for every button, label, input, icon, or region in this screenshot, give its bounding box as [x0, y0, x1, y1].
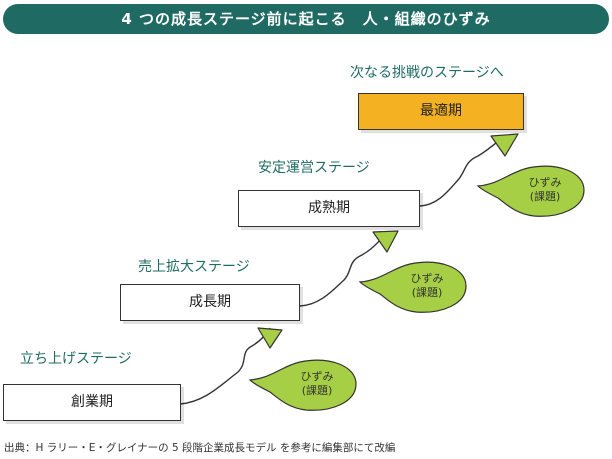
hizumi-bubble-2 [358, 261, 467, 313]
arrow-head-2 [372, 230, 399, 253]
stage-label-expansion: 売上拡大ステージ [138, 259, 250, 275]
hizumi-label-1-line2: (課題) [301, 384, 333, 397]
stage-box-optimal: 最適期 [358, 93, 524, 130]
arrow-head-3 [490, 133, 519, 157]
hizumi-bubble-3 [476, 165, 585, 217]
hizumi-label-3: ひずみ (課題) [510, 176, 580, 204]
connector-line-2 [299, 233, 387, 307]
stage-box-maturity: 成熟期 [238, 190, 420, 227]
hizumi-label-2: ひずみ (課題) [392, 272, 462, 300]
hizumi-label-3-line1: ひずみ [528, 176, 562, 189]
connector-line-3 [419, 137, 503, 207]
stage-box-founding: 創業期 [3, 384, 181, 421]
stage-label-stable: 安定運営ステージ [258, 160, 370, 176]
arrow-head-1 [257, 327, 283, 349]
hizumi-label-3-line2: (課題) [529, 190, 561, 203]
hizumi-label-1-line1: ひずみ [300, 370, 334, 383]
connector-line-1 [179, 327, 271, 405]
stage-label-next-challenge: 次なる挑戦のステージへ [350, 65, 504, 81]
hizumi-label-2-line1: ひずみ [410, 272, 444, 285]
stage-label-startup: 立ち上げステージ [20, 351, 132, 367]
source-note: 出典：H ラリー・E・グレイナーの 5 段階企業成長モデル を参考に編集部にて改… [4, 442, 396, 454]
stage-box-growth: 成長期 [120, 284, 300, 321]
hizumi-label-1: ひずみ (課題) [282, 370, 352, 398]
hizumi-label-2-line2: (課題) [411, 286, 443, 299]
diagram-title: 4 つの成長ステージ前に起こる 人・組織のひずみ [3, 4, 609, 34]
hizumi-bubble-1 [248, 359, 357, 411]
